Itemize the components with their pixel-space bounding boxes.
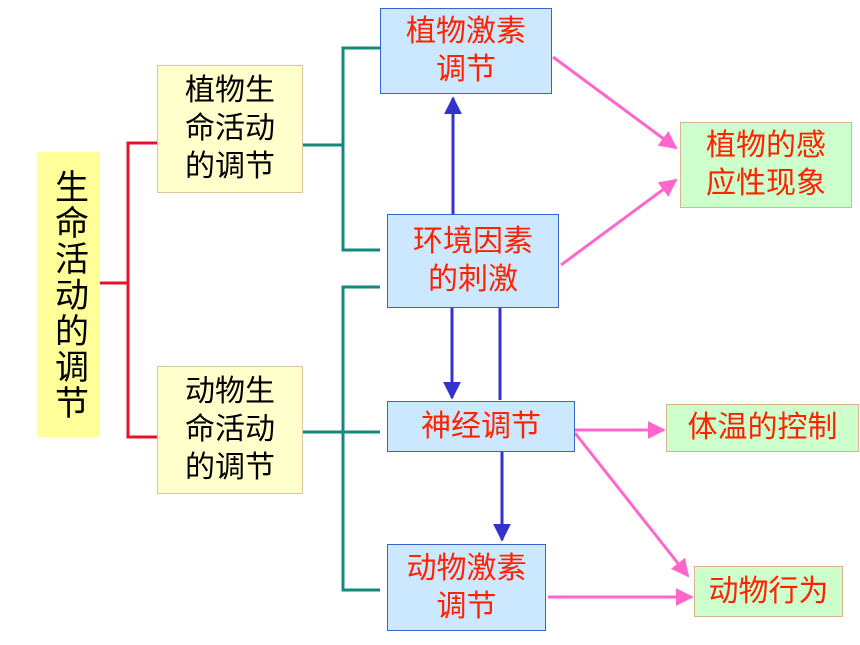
root-node: 生命活动的调节 [37,152,100,437]
animal-bracket [303,285,380,592]
plant-response-node: 植物的感应性现象 [680,122,852,208]
body-temperature-node: 体温的控制 [666,404,859,452]
nerve-regulation-node: 神经调节 [387,401,575,452]
blue-arrows [443,96,511,542]
animal-behavior-node: 动物行为 [694,566,843,617]
pink-arrows [548,55,694,606]
plant-bracket [303,46,380,252]
plant-category-node: 植物生命活动的调节 [157,65,303,193]
root-bracket [100,141,157,439]
environment-stimulus-node: 环境因素的刺激 [387,214,559,308]
plant-hormone-node: 植物激素调节 [380,8,552,94]
animal-hormone-node: 动物激素调节 [387,544,546,631]
animal-category-node: 动物生命活动的调节 [157,366,303,494]
